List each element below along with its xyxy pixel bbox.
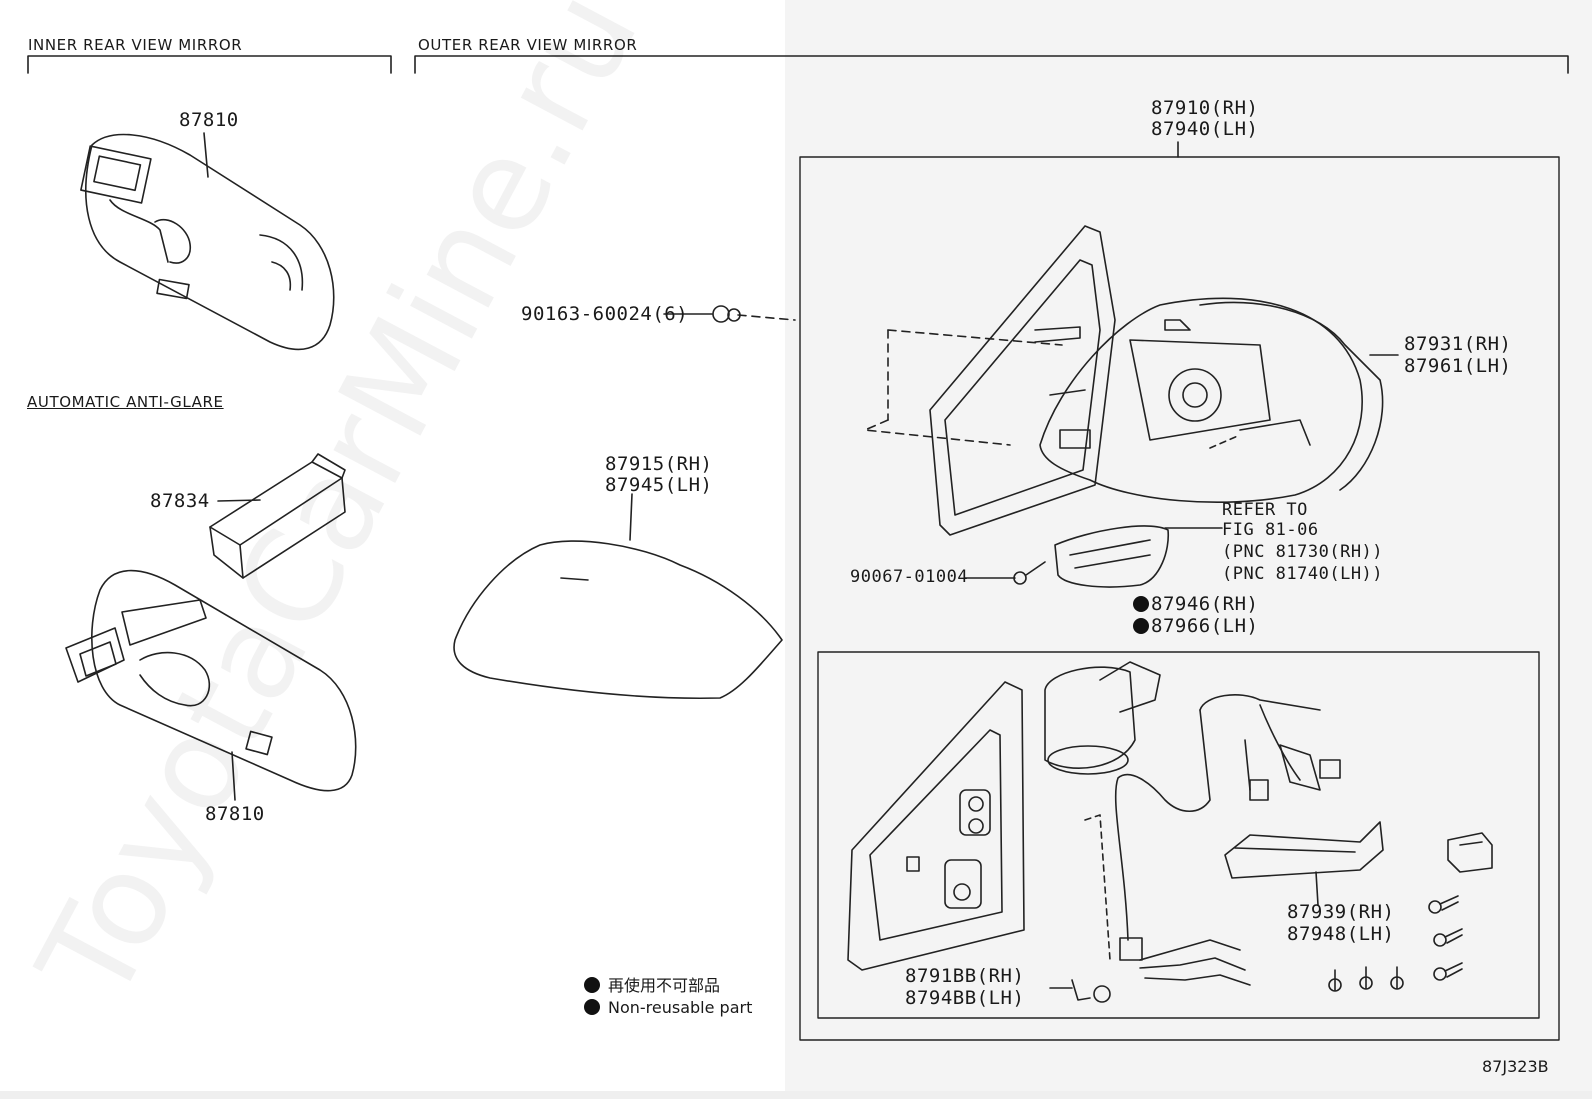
part-87910-rh[interactable]: 87910(RH) <box>1151 97 1259 119</box>
part-8791BB-rh[interactable]: 8791BB(RH) <box>905 965 1025 987</box>
cover-87939 <box>1224 821 1384 906</box>
part-87946-rh[interactable]: 87946(RH) <box>1133 594 1258 615</box>
part-87946-label: 87946(RH) <box>1151 593 1259 615</box>
outer-assembly-box <box>799 156 1560 1041</box>
refer-line-4: (PNC 81740(LH)) <box>1222 564 1384 584</box>
part-90163[interactable]: 90163-60024(6) <box>521 303 689 325</box>
part-87945-lh[interactable]: 87945(LH) <box>605 474 713 496</box>
section-auto-title: AUTOMATIC ANTI-GLARE <box>27 393 224 411</box>
screws-set <box>1328 895 1463 992</box>
part-87939-rh[interactable]: 87939(RH) <box>1287 901 1395 923</box>
part-87940-lh[interactable]: 87940(LH) <box>1151 118 1259 140</box>
part-87810-top[interactable]: 87810 <box>179 109 239 131</box>
clip-8791BB <box>1049 979 1111 1003</box>
refer-line-2[interactable]: FIG 81-06 <box>1222 520 1319 540</box>
legend-jp-text: 再使用不可部品 <box>608 976 721 995</box>
screw-90067 <box>964 561 1046 585</box>
non-reusable-dot <box>1133 618 1149 634</box>
refer-line-1: REFER TO <box>1222 500 1308 520</box>
non-reusable-dot <box>1133 596 1149 612</box>
inner-section-bracket <box>27 55 392 74</box>
part-87961-lh[interactable]: 87961(LH) <box>1404 355 1512 377</box>
mirror-base <box>847 681 1025 971</box>
part-8794BB-lh[interactable]: 8794BB(LH) <box>905 987 1025 1009</box>
outer-section-bracket <box>414 55 1569 74</box>
inner-kit-box <box>817 651 1540 1019</box>
diagram-code: 87J323B <box>1482 1057 1549 1076</box>
legend-en: Non-reusable part <box>584 998 752 1017</box>
part-90067[interactable]: 90067-01004 <box>850 567 969 587</box>
turn-signal-lamp <box>1054 525 1170 588</box>
inner-mirror-top <box>80 132 335 351</box>
small-bracket <box>1447 832 1493 873</box>
inner-mirror-bottom <box>65 569 357 801</box>
shaded-panel <box>785 0 1592 1099</box>
wire-harness <box>1084 694 1341 986</box>
part-87915-rh[interactable]: 87915(RH) <box>605 453 713 475</box>
legend-dot <box>584 999 600 1015</box>
outer-mirror-assembly <box>864 225 1399 536</box>
mirror-cover-87915 <box>453 493 783 700</box>
part-87966-label: 87966(LH) <box>1151 615 1259 637</box>
cover-87834 <box>209 453 346 579</box>
part-87966-lh[interactable]: 87966(LH) <box>1133 616 1258 637</box>
screw-90163 <box>663 305 796 323</box>
legend-dot <box>584 977 600 993</box>
part-87948-lh[interactable]: 87948(LH) <box>1287 923 1395 945</box>
refer-line-3: (PNC 81730(RH)) <box>1222 542 1384 562</box>
part-87834[interactable]: 87834 <box>150 490 210 512</box>
section-outer-title: OUTER REAR VIEW MIRROR <box>418 36 638 54</box>
part-87810-bottom[interactable]: 87810 <box>205 803 265 825</box>
legend-jp: 再使用不可部品 <box>584 972 720 996</box>
part-87931-rh[interactable]: 87931(RH) <box>1404 333 1512 355</box>
legend-en-text: Non-reusable part <box>608 998 753 1017</box>
bottom-strip <box>0 1091 1592 1099</box>
section-inner-title: INNER REAR VIEW MIRROR <box>28 36 243 54</box>
motor-actuator <box>1044 661 1161 775</box>
